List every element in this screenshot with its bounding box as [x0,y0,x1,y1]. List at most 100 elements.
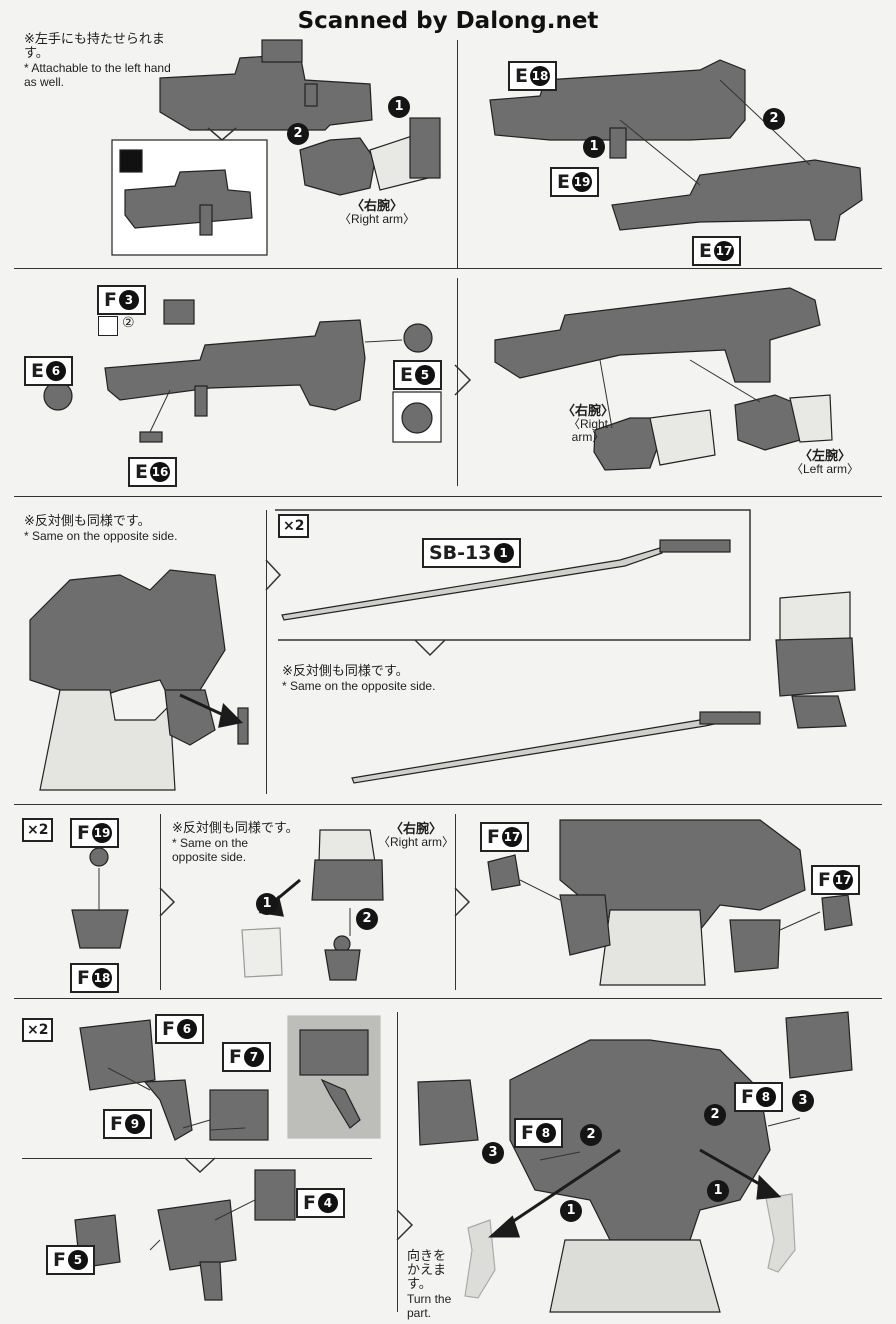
label-right-arm-1-jp: 〈右腕〉 [350,199,403,214]
label-left-arm-en: 〈Left arm〉 [790,462,860,476]
cut-step-2: ② [122,315,135,331]
part-tag-f8-left-letter: F [521,1122,534,1144]
multiplier-x2-2: ×2 [22,818,54,842]
part-tag-e5-letter: E [400,364,413,386]
part-tag-f5-letter: F [53,1249,66,1271]
note-opposite-1-en: * Same on the opposite side. [24,529,178,543]
part-tag-e6-letter: E [31,360,44,382]
part-tag-e19-letter: E [557,171,570,193]
label-right-arm-2-en-b: arm〉 [571,430,605,444]
divider-col-1 [457,40,458,268]
step-badge-2c: 2 [356,908,378,930]
label-right-arm-1: 〈右腕〉 〈Right arm〉 [322,200,432,226]
note-opposite-3-jp: ※反対側も同様です。 [172,821,299,836]
part-tag-f6-number: 6 [176,1019,197,1039]
note-opposite-1: ※反対側も同様です。 * Same on the opposite side. [24,515,264,544]
step-badge-2e: 2 [580,1124,602,1146]
note-left-hand-en: * Attachable to the left hand as well. [24,61,171,89]
divider-col-4 [160,814,161,990]
multiplier-x2-1: ×2 [278,514,310,538]
part-tag-f19-letter: F [77,822,90,844]
divider-row-4 [14,998,882,999]
note-turn-part: 向きを かえます。 Turn the part. [407,1249,459,1321]
part-tag-e19-number: 19 [571,172,592,192]
part-tag-e16-letter: E [135,461,148,483]
step-badge-2: 2 [287,123,309,145]
part-tag-f3-letter: F [104,289,117,311]
part-tag-f7-number: 7 [243,1047,264,1067]
label-right-arm-1-en: 〈Right arm〉 [338,212,415,226]
part-tag-e6-number: 6 [45,361,66,381]
step-badge-3b: 3 [482,1142,504,1164]
label-right-arm-3-jp: 〈右腕〉 [389,822,442,837]
note-opposite-2: ※反対側も同様です。 * Same on the opposite side. [282,664,522,694]
divider-sub-f [22,1158,372,1159]
part-tag-sb13-number: 1 [493,543,514,563]
divider-row-1 [14,268,882,269]
step-badge-1c: 1 [256,893,278,915]
part-tag-f17-left-letter: F [487,826,500,848]
label-left-arm: 〈左腕〉 〈Left arm〉 [780,450,870,476]
divider-row-3 [14,804,882,805]
divider-row-2 [14,496,882,497]
multiplier-x2-3: ×2 [22,1018,54,1042]
part-tag-e18-number: 18 [529,66,550,86]
divider-col-2 [457,278,458,486]
label-left-arm-jp: 〈左腕〉 [798,449,851,464]
divider-col-5 [455,814,456,990]
step-badge-1: 1 [388,96,410,118]
divider-col-6 [397,1012,398,1312]
label-right-arm-2: 〈右腕〉 〈Right arm〉 [548,405,628,444]
part-tag-f8-left-number: 8 [535,1123,556,1143]
part-tag-f3-number: 3 [118,290,139,310]
part-tag-f17-left-number: 17 [501,827,522,847]
part-tag-f18-letter: F [77,967,90,989]
note-opposite-3: ※反対側も同様です。 * Same on the opposite side. [172,821,322,865]
note-turn-jp: 向きを かえます。 [407,1249,447,1292]
label-right-arm-3-en: 〈Right arm〉 [378,835,455,849]
part-tag-f7-letter: F [229,1046,242,1068]
part-tag-f8-right-number: 8 [755,1087,776,1107]
note-opposite-3-en-a: * Same on the [172,836,249,850]
part-tag-e17-number: 17 [713,241,734,261]
part-tag-f17-right-number: 17 [832,870,853,890]
label-right-arm-3: 〈右腕〉 〈Right arm〉 [378,823,454,849]
part-tag-f9-number: 9 [124,1114,145,1134]
label-right-arm-2-jp: 〈右腕〉 [561,404,614,419]
cut-tool-icon [98,316,118,336]
note-opposite-2-en: * Same on the opposite side. [282,679,436,693]
part-tag-f4-letter: F [303,1192,316,1214]
part-tag-sb13-letter: SB-13 [429,542,492,564]
scan-watermark: Scanned by Dalong.net [297,8,599,34]
step-badge-1d: 1 [707,1180,729,1202]
part-tag-e18-letter: E [515,65,528,87]
part-tag-f5-number: 5 [67,1250,88,1270]
part-tag-f6-letter: F [162,1018,175,1040]
divider-col-3 [266,510,267,794]
note-opposite-3-en-b: opposite side. [172,850,247,864]
note-left-hand: ※左手にも持たせられます。 * Attachable to the left h… [24,33,184,90]
step-badge-1e: 1 [560,1200,582,1222]
part-tag-f8-right-letter: F [741,1086,754,1108]
note-opposite-2-jp: ※反対側も同様です。 [282,664,409,679]
label-right-arm-2-en-a: 〈Right [567,417,608,431]
